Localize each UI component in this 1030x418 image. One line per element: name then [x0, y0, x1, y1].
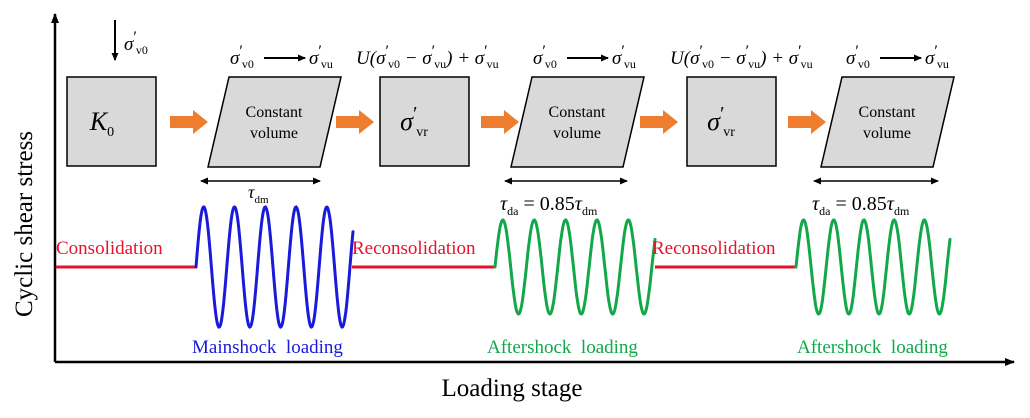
constant-volume-box-1 — [207, 76, 342, 168]
consolidation-label: Consolidation — [56, 238, 163, 259]
reconsolidation-label-2: Reconsolidation — [652, 238, 776, 259]
k0-label: K0 — [89, 107, 114, 140]
k0-box — [66, 76, 157, 167]
unloading-expression-2: U(σ′v0 − σ′vu) + σ′vu — [670, 43, 813, 71]
constant-volume-1-line2: volume — [250, 125, 298, 142]
aftershock-wave-2 — [794, 218, 952, 316]
svg-text:σ′v0: σ′v0 — [846, 43, 870, 71]
aftershock-label-1: Aftershock loading — [487, 337, 638, 358]
constant-volume-2-line1: Constant — [549, 104, 606, 121]
process-arrow-4 — [640, 110, 678, 134]
svg-text:σ′vu: σ′vu — [612, 43, 636, 71]
process-arrow-3 — [481, 110, 519, 134]
svg-text:σ′v0: σ′v0 — [533, 43, 557, 71]
unloading-expression-1: U(σ′v0 − σ′vu) + σ′vu — [356, 43, 499, 71]
mainshock-wave — [194, 205, 355, 329]
transition-label-1: σ′v0 σ′vu — [230, 43, 333, 71]
reconsolidation-label-1: Reconsolidation — [352, 238, 476, 259]
constant-volume-3-line2: volume — [863, 125, 911, 142]
mainshock-label: Mainshock loading — [192, 337, 343, 358]
aftershock-label-2: Aftershock loading — [797, 337, 948, 358]
process-arrow-1 — [170, 110, 208, 134]
process-arrow-5 — [788, 110, 826, 134]
constant-volume-3-line1: Constant — [859, 104, 916, 121]
transition-label-3: σ′v0 σ′vu — [846, 43, 949, 71]
sigma-vr-box-2 — [686, 76, 777, 167]
svg-text:σ′v0: σ′v0 — [230, 43, 254, 71]
sigma-vr-label-2: σ′vr — [707, 103, 735, 140]
aftershock-wave-1 — [493, 218, 657, 316]
transition-label-2: σ′v0 σ′vu — [533, 43, 636, 71]
svg-text:σ′vu: σ′vu — [309, 43, 333, 71]
process-arrow-2 — [336, 110, 374, 134]
y-axis-label: Cyclic shear stress — [11, 131, 38, 317]
constant-volume-2-line2: volume — [553, 125, 601, 142]
sigma-vr-box-1 — [379, 76, 470, 167]
x-axis-label: Loading stage — [442, 375, 583, 402]
input-stress-label: σ′v0 — [124, 29, 148, 57]
aftershock-duration-label-1: τda = 0.85τdm — [500, 193, 598, 218]
constant-volume-box-3 — [820, 76, 955, 168]
mainshock-duration-label: τdm — [248, 182, 269, 206]
aftershock-duration-label-2: τda = 0.85τdm — [812, 193, 910, 218]
process-arrows — [170, 110, 826, 134]
constant-volume-box-2 — [510, 76, 645, 168]
sigma-vr-label-1: σ′vr — [400, 103, 428, 140]
constant-volume-1-line1: Constant — [246, 104, 303, 121]
svg-text:σ′vu: σ′vu — [925, 43, 949, 71]
